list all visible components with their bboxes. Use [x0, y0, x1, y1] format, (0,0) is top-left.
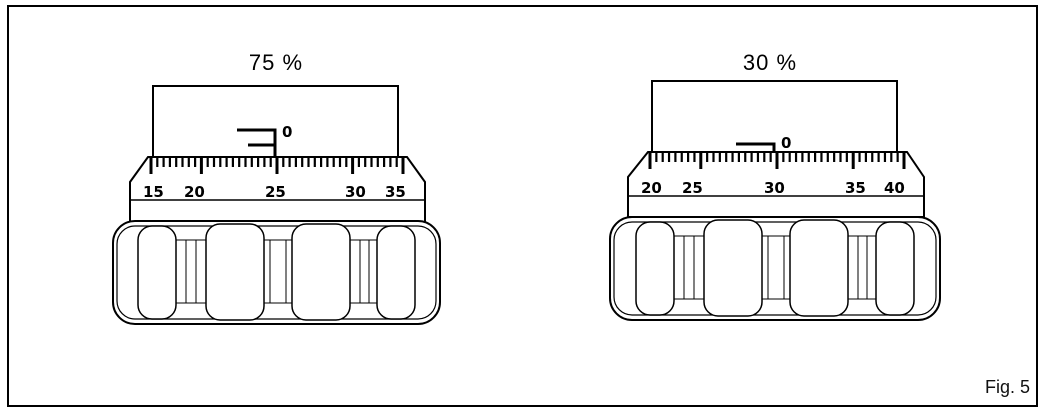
dial-1-scale-labels: 15 20 25 30 35: [143, 183, 406, 201]
dial-2-label-35: 35: [845, 179, 866, 197]
dial-2-label-30: 30: [764, 179, 785, 197]
dial-2-label-25: 25: [682, 179, 703, 197]
dial-2-label-20: 20: [641, 179, 662, 197]
dial-2-scale-labels: 20 25 30 35 40: [641, 179, 905, 197]
dial-2: 0 20 25 30 35 40: [609, 80, 941, 321]
dial-1-zero-indicator: [237, 128, 277, 156]
dial-1-zero-mark: 0: [282, 123, 292, 141]
dial-1-label-15: 15: [143, 183, 164, 201]
dial-2-ticks: [648, 153, 906, 169]
dial-1-label-25: 25: [265, 183, 286, 201]
dial-1-label-30: 30: [345, 183, 366, 201]
dial-2-zero-indicator: [736, 142, 776, 152]
dial-1-ticks: [149, 158, 405, 174]
dial-1: 0 15 20 25 30 35: [112, 85, 441, 325]
dial-2-label-40: 40: [884, 179, 905, 197]
dial-2-zero-mark: 0: [781, 134, 791, 152]
dial-1-label-20: 20: [184, 183, 205, 201]
dial-1-percent-label: 75 %: [248, 50, 304, 75]
dial-2-window: [651, 80, 898, 154]
dial-1-label-35: 35: [385, 183, 406, 201]
dial-2-knob: [609, 216, 941, 321]
dial-2-percent-label: 30 %: [742, 50, 798, 75]
figure-label: Fig. 5: [984, 377, 1030, 397]
dial-1-knob: [112, 220, 441, 325]
